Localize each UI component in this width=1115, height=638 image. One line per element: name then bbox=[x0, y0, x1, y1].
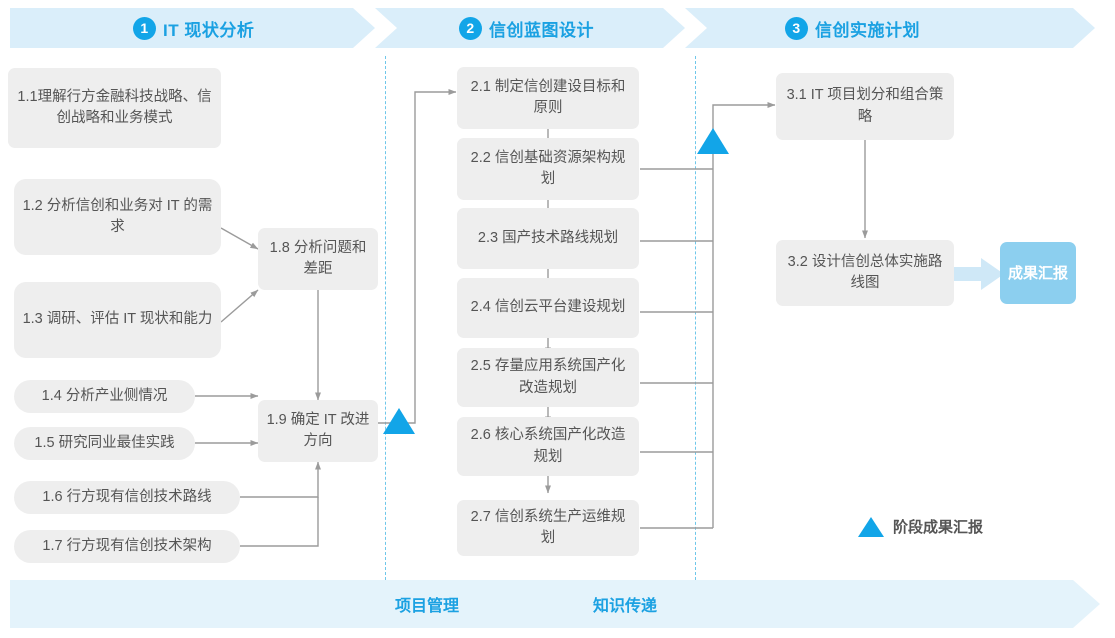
box-1-6[interactable]: 1.6 行方现有信创技术路线 bbox=[14, 481, 240, 514]
box-1-4[interactable]: 1.4 分析产业侧情况 bbox=[14, 380, 195, 413]
box-1-2[interactable]: 1.2 分析信创和业务对 IT 的需求 bbox=[14, 179, 221, 255]
milestone-triangle-phase2 bbox=[697, 128, 729, 154]
phase-number-3: 3 bbox=[785, 16, 808, 40]
footer-band bbox=[10, 580, 1105, 628]
phase-number-1: 1 bbox=[133, 16, 156, 40]
box-1-8[interactable]: 1.8 分析问题和差距 bbox=[258, 228, 378, 290]
legend-label: 阶段成果汇报 bbox=[893, 519, 984, 536]
phase-title-3: 信创实施计划 bbox=[815, 20, 920, 40]
box-2-4[interactable]: 2.4 信创云平台建设规划 bbox=[457, 278, 639, 338]
phase-divider-1 bbox=[385, 56, 386, 580]
box-2-6[interactable]: 2.6 核心系统国产化改造规划 bbox=[457, 417, 639, 476]
box-1-5[interactable]: 1.5 研究同业最佳实践 bbox=[14, 427, 195, 460]
legend-milestone: 阶段成果汇报 bbox=[858, 516, 983, 537]
box-1-7[interactable]: 1.7 行方现有信创技术架构 bbox=[14, 530, 240, 563]
box-2-2[interactable]: 2.2 信创基础资源架构规划 bbox=[457, 138, 639, 200]
milestone-triangle-phase1 bbox=[383, 408, 415, 434]
result-arrow-icon bbox=[954, 258, 1004, 290]
box-2-1[interactable]: 2.1 制定信创建设目标和原则 bbox=[457, 67, 639, 129]
phase-header-band bbox=[10, 8, 1105, 48]
footer-label-2: 知识传递 bbox=[593, 598, 658, 615]
box-2-5[interactable]: 2.5 存量应用系统国产化改造规划 bbox=[457, 348, 639, 407]
footer-label-1: 项目管理 bbox=[395, 598, 460, 615]
phase-label-3: 3 信创实施计划 bbox=[785, 8, 920, 48]
box-2-3[interactable]: 2.3 国产技术路线规划 bbox=[457, 208, 639, 269]
box-1-1[interactable]: 1.1理解行方金融科技战略、信创战略和业务模式 bbox=[8, 68, 221, 148]
box-2-7[interactable]: 2.7 信创系统生产运维规划 bbox=[457, 500, 639, 556]
result-report-box[interactable]: 成果汇报 bbox=[1000, 242, 1076, 304]
phase-divider-2 bbox=[695, 56, 696, 580]
phase-title-1: IT 现状分析 bbox=[163, 20, 255, 40]
box-3-2[interactable]: 3.2 设计信创总体实施路线图 bbox=[776, 240, 954, 306]
triangle-icon bbox=[858, 516, 884, 537]
box-3-1[interactable]: 3.1 IT 项目划分和组合策略 bbox=[776, 73, 954, 140]
phase-title-2: 信创蓝图设计 bbox=[489, 20, 594, 40]
phase-label-2: 2 信创蓝图设计 bbox=[459, 8, 594, 48]
phase-number-2: 2 bbox=[459, 16, 482, 40]
box-1-3[interactable]: 1.3 调研、评估 IT 现状和能力 bbox=[14, 282, 221, 358]
box-1-9[interactable]: 1.9 确定 IT 改进方向 bbox=[258, 400, 378, 462]
phase-label-1: 1 IT 现状分析 bbox=[133, 8, 254, 48]
